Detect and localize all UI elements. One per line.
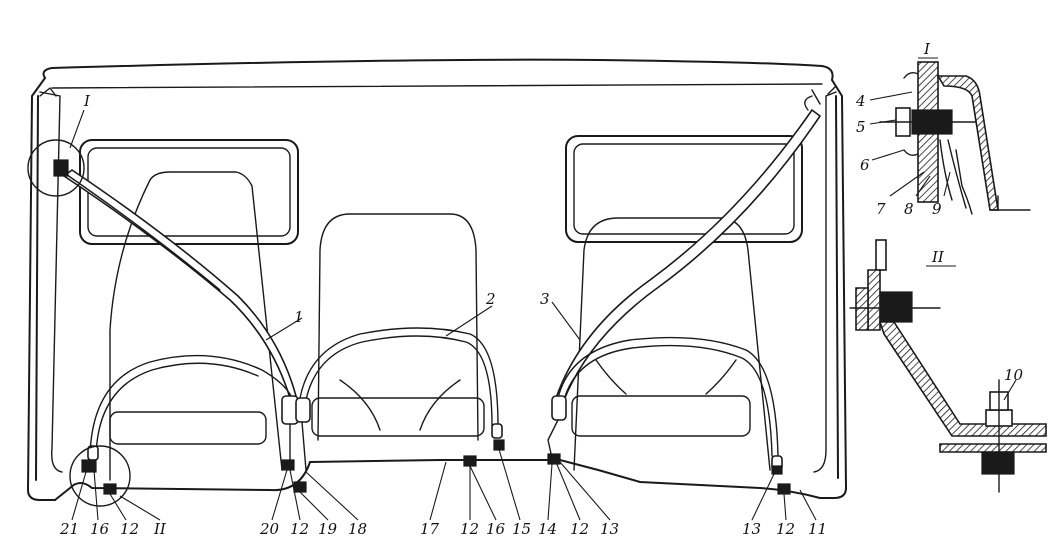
callout-10: 10 (1004, 366, 1024, 384)
buckles (87, 395, 783, 471)
callout-12-e: 12 (570, 520, 589, 538)
rear-window-left (79, 139, 299, 245)
callout-7: 7 (876, 200, 886, 218)
belt-3-right-diagonal (555, 89, 821, 401)
belt-left-lap (89, 354, 293, 457)
rear-window-right (565, 135, 803, 243)
callout-1: 1 (294, 308, 304, 326)
detail-circle-I (27, 139, 85, 197)
detail-II-title: II (931, 248, 945, 266)
belt-2-center-lap (299, 327, 499, 427)
detail-markers: I II I II (69, 40, 956, 538)
seat-center (311, 213, 485, 441)
belt-right-lap (557, 336, 779, 457)
callout-5: 5 (856, 118, 866, 136)
view-II-marker: II (153, 520, 167, 538)
seat-left (109, 171, 283, 481)
callout-21: 21 (59, 520, 79, 538)
callout-6: 6 (860, 156, 870, 174)
seat-right (571, 217, 771, 471)
callout-2: 2 (485, 290, 496, 308)
leader-lines (71, 91, 1017, 521)
detail-I-section (879, 61, 1031, 215)
callout-13-b: 13 (742, 520, 761, 538)
detail-circle-II (69, 445, 131, 507)
cab-body (27, 58, 847, 501)
callout-13-a: 13 (600, 520, 619, 538)
callout-labels: 1 2 3 4 5 6 7 8 9 10 11 12 13 13 12 14 1… (59, 92, 1024, 538)
callout-14: 14 (538, 520, 557, 538)
callout-11: 11 (808, 520, 827, 538)
callout-12-f: 12 (776, 520, 795, 538)
callout-16-b: 16 (486, 520, 506, 538)
callout-4: 4 (855, 92, 866, 110)
callout-19: 19 (318, 520, 338, 538)
belt-1-left-diagonal (59, 169, 297, 399)
callout-12-c: 12 (290, 520, 309, 538)
detail-I-title: I (923, 40, 931, 58)
callout-3: 3 (540, 290, 550, 308)
callout-16-a: 16 (90, 520, 110, 538)
callout-18: 18 (348, 520, 367, 538)
callout-9: 9 (932, 200, 942, 218)
callout-17: 17 (420, 520, 440, 538)
callout-8: 8 (904, 200, 914, 218)
callout-12-b: 12 (120, 520, 139, 538)
detail-II-section (849, 239, 1047, 493)
callout-12-d: 12 (460, 520, 479, 538)
view-I-marker: I (83, 92, 91, 110)
callout-15: 15 (512, 520, 531, 538)
callout-20: 20 (259, 520, 280, 538)
